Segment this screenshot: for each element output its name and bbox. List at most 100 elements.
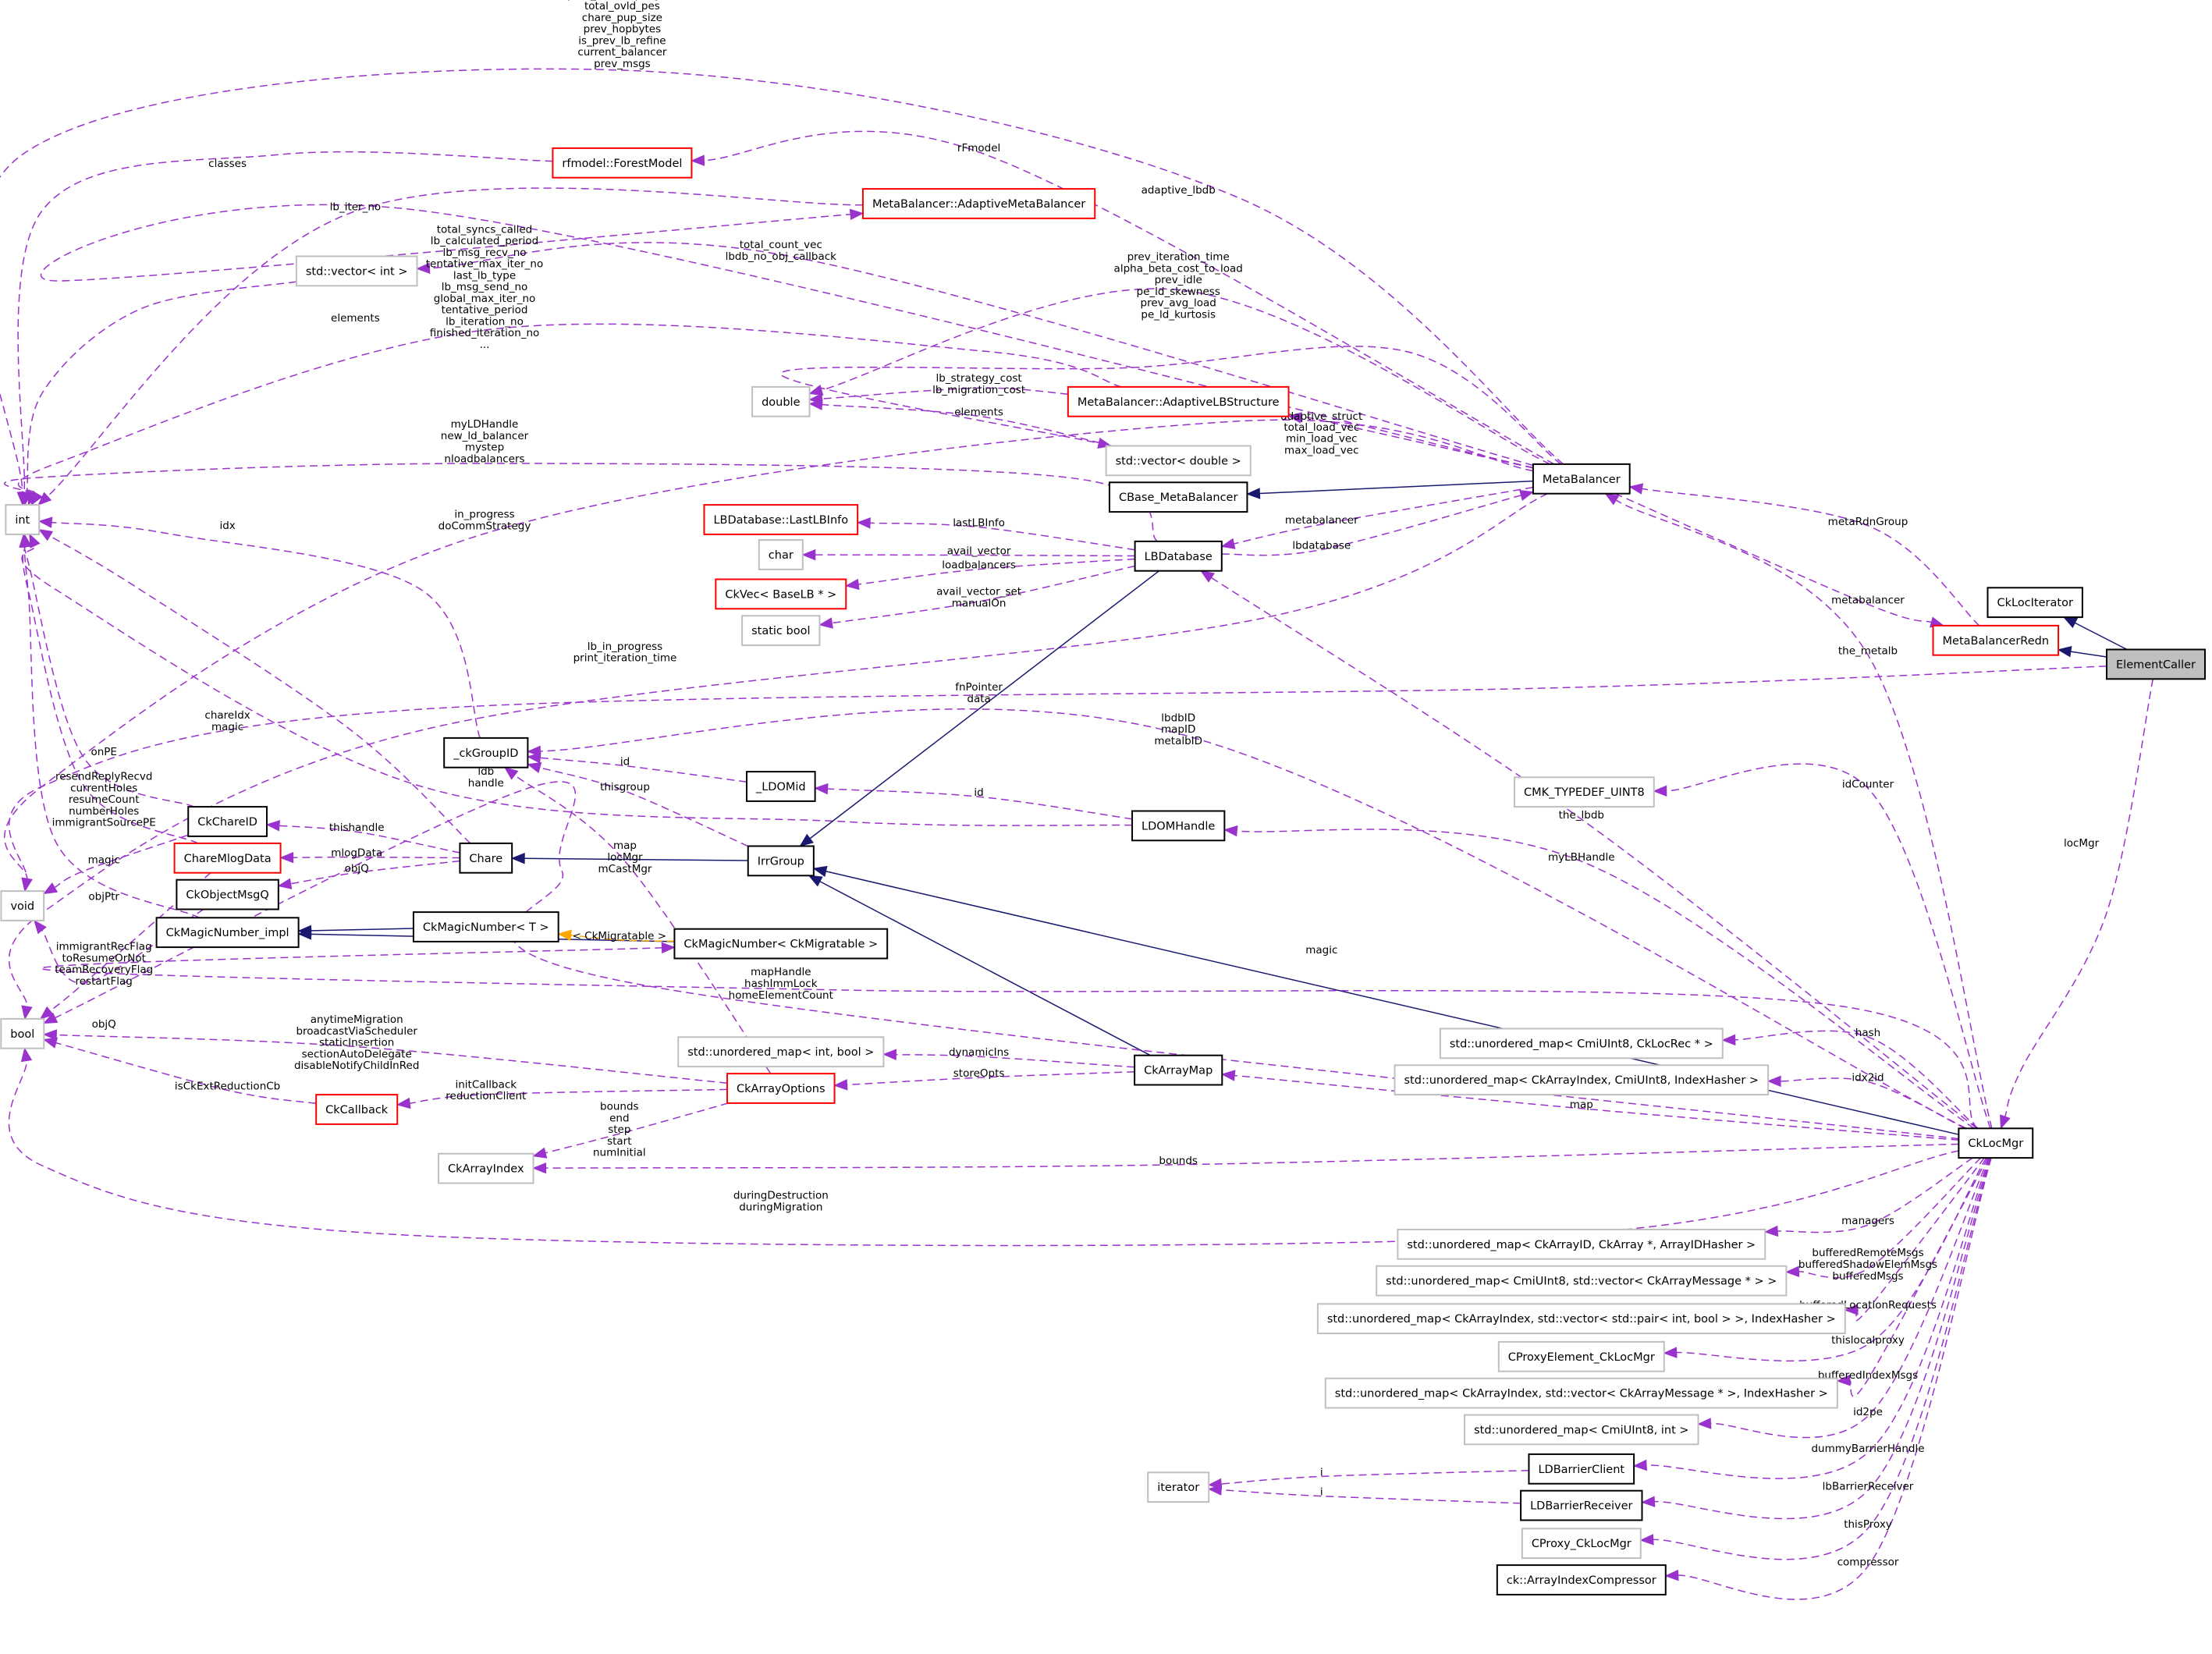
edge-vecdouble-to-double — [808, 399, 1113, 447]
edge-label-line: pe_ld_skewness — [1137, 286, 1220, 298]
node-cbase[interactable]: CBase_MetaBalancer — [1108, 481, 1248, 513]
node-ckvec[interactable]: CkVec< BaseLB * > — [715, 578, 847, 610]
edge-label-line: mCastMgr — [598, 863, 652, 875]
edge-label-cklocmgr-to-ldbclient: dummyBarrierHandle — [1811, 1443, 1924, 1455]
node-magicimpl[interactable]: CkMagicNumber_impl — [155, 917, 300, 949]
edge-magicimpl-to-int — [19, 533, 200, 918]
node-char[interactable]: char — [758, 539, 804, 570]
node-ckcallback[interactable]: CkCallback — [315, 1094, 399, 1125]
node-iterator[interactable]: iterator — [1147, 1471, 1210, 1503]
edge-line — [1237, 829, 1975, 1129]
node-charemlog-box — [173, 842, 282, 874]
node-ldbclient[interactable]: LDBarrierClient — [1528, 1453, 1635, 1485]
node-irrgroup[interactable]: IrrGroup — [747, 845, 815, 877]
node-void[interactable]: void — [0, 890, 45, 921]
node-vecdouble[interactable]: std::vector< double > — [1105, 445, 1252, 477]
node-umapintbool[interactable]: std::unordered_map< int, bool > — [677, 1036, 885, 1068]
node-magicmig[interactable]: CkMagicNumber< CkMigratable > — [673, 928, 889, 960]
node-staticbool-box — [741, 615, 821, 647]
node-ckarraymap[interactable]: CkArrayMap — [1134, 1054, 1223, 1086]
edge-line — [827, 788, 1133, 820]
node-ametab[interactable]: MetaBalancer::AdaptiveMetaBalancer — [861, 188, 1096, 219]
edge-line — [18, 323, 1122, 495]
edge-label-line: avail_vector — [947, 545, 1011, 558]
node-lbdb[interactable]: LBDatabase — [1134, 540, 1223, 572]
node-charemlog[interactable]: ChareMlogData — [173, 842, 282, 874]
edge-label-line: mlogData — [331, 847, 382, 860]
edge-label-line: data — [967, 693, 990, 705]
node-umapmanagers[interactable]: std::unordered_map< CkArrayID, CkArray *… — [1397, 1228, 1766, 1260]
node-umapidx2id[interactable]: std::unordered_map< CkArrayIndex, CmiUIn… — [1394, 1064, 1770, 1096]
node-umapid2pe[interactable]: std::unordered_map< CmiUInt8, int > — [1464, 1414, 1699, 1446]
node-staticbool-label: static bool — [751, 625, 810, 637]
node-ckchareid[interactable]: CkChareID — [187, 806, 268, 837]
node-chare[interactable]: Chare — [459, 842, 513, 874]
node-bool[interactable]: bool — [0, 1017, 45, 1049]
node-locit[interactable]: CkLocIterator — [1987, 587, 2083, 619]
node-mbredn[interactable]: MetaBalancerRedn — [1932, 624, 2060, 656]
node-vecdouble-label: std::vector< double > — [1116, 455, 1241, 467]
node-cproxyelem[interactable]: CProxyElement_CkLocMgr — [1497, 1340, 1665, 1372]
edge-arrowhead — [42, 1029, 58, 1041]
edge-label-ldbclient-to-iterator: i — [1320, 1466, 1323, 1478]
edge-label-line: broadcastViaScheduler — [296, 1025, 417, 1038]
edge-arrowhead — [1639, 1534, 1654, 1546]
edge-label-line: thislocalproxy — [1831, 1334, 1905, 1347]
node-ckgroupid[interactable]: _ckGroupID — [443, 736, 529, 768]
edge-label-line: myLBHandle — [1548, 851, 1615, 864]
node-umapidxmsgs[interactable]: std::unordered_map< CkArrayIndex, std::v… — [1324, 1377, 1838, 1409]
node-ldomid-box — [745, 771, 816, 802]
edge-label-line: idx — [219, 520, 235, 532]
node-umapbuffered[interactable]: std::unordered_map< CmiUInt8, std::vecto… — [1376, 1265, 1788, 1297]
edge-label-line: storeOpts — [953, 1067, 1005, 1080]
edge-line — [514, 774, 772, 1074]
node-alb[interactable]: MetaBalancer::AdaptiveLBStructure — [1067, 385, 1290, 417]
node-double[interactable]: double — [751, 385, 811, 417]
edge-line — [826, 871, 1959, 1135]
edge-arrowhead — [279, 851, 294, 864]
edge-label-lbdb-to-metab: lbdatabase — [1292, 539, 1351, 552]
node-umaplocreq[interactable]: std::unordered_map< CkArrayIndex, std::v… — [1316, 1303, 1846, 1335]
node-ckarrayopts[interactable]: CkArrayOptions — [726, 1073, 836, 1104]
edge-cklocmgr-to-lbdb — [1200, 570, 1978, 1129]
edge-label-line: bounds — [1159, 1155, 1198, 1167]
edge-label-line: avail_vector_set — [936, 586, 1021, 598]
node-magict[interactable]: CkMagicNumber< T > — [412, 911, 559, 942]
node-umaplocrec[interactable]: std::unordered_map< CmiUInt8, CkLocRec *… — [1439, 1028, 1724, 1059]
node-umapid2pe-box — [1464, 1414, 1699, 1446]
node-ckarrayindex[interactable]: CkArrayIndex — [438, 1152, 534, 1184]
edge-cklocmgr-to-bool — [8, 1047, 1959, 1247]
node-elemcaller[interactable]: ElementCaller — [2106, 648, 2206, 680]
node-cproxylocmgr[interactable]: CProxy_CkLocMgr — [1521, 1528, 1642, 1560]
edge-cklocmgr-to-umapbuffered — [1785, 1157, 1982, 1279]
node-ldomhandle-box — [1131, 810, 1226, 842]
node-rfmodel[interactable]: rfmodel::ForestModel — [552, 147, 693, 179]
node-ldbreceiver[interactable]: LDBarrierReceiver — [1520, 1489, 1643, 1521]
node-cklocmgr[interactable]: CkLocMgr — [1958, 1127, 2034, 1159]
node-int[interactable]: int — [5, 504, 41, 535]
node-lastlb[interactable]: LBDatabase::LastLBInfo — [703, 504, 859, 535]
edge-line — [1221, 495, 1521, 556]
edge-label-line: magic — [1305, 944, 1337, 957]
edge-label-line: the_lbdb — [1559, 809, 1604, 822]
node-umaplocrec-label: std::unordered_map< CmiUInt8, CkLocRec *… — [1450, 1038, 1713, 1050]
node-staticbool[interactable]: static bool — [741, 615, 821, 647]
edge-label-line: rFmodel — [957, 142, 1000, 154]
node-ldomid[interactable]: _LDOMid — [745, 771, 816, 802]
edge-irrgroup-to-chare — [510, 853, 748, 864]
node-compressor[interactable]: ck::ArrayIndexCompressor — [1496, 1564, 1667, 1595]
node-metab[interactable]: MetaBalancer — [1532, 463, 1631, 495]
node-uint8[interactable]: CMK_TYPEDEF_UINT8 — [1514, 776, 1655, 808]
node-ckobjmsgq[interactable]: CkObjectMsgQ — [176, 878, 279, 910]
node-ldomhandle[interactable]: LDOMHandle — [1131, 810, 1226, 842]
edge-label-chare-to-ckobjmsgq: objQ — [345, 862, 369, 875]
edge-line — [429, 242, 1534, 467]
edge-label-line: onPE — [91, 746, 117, 758]
edge-label-line: lbBarrierReceiver — [1823, 1480, 1914, 1493]
edge-arrowhead — [661, 942, 676, 954]
node-vecint[interactable]: std::vector< int > — [295, 255, 418, 287]
edge-line — [2075, 622, 2128, 651]
